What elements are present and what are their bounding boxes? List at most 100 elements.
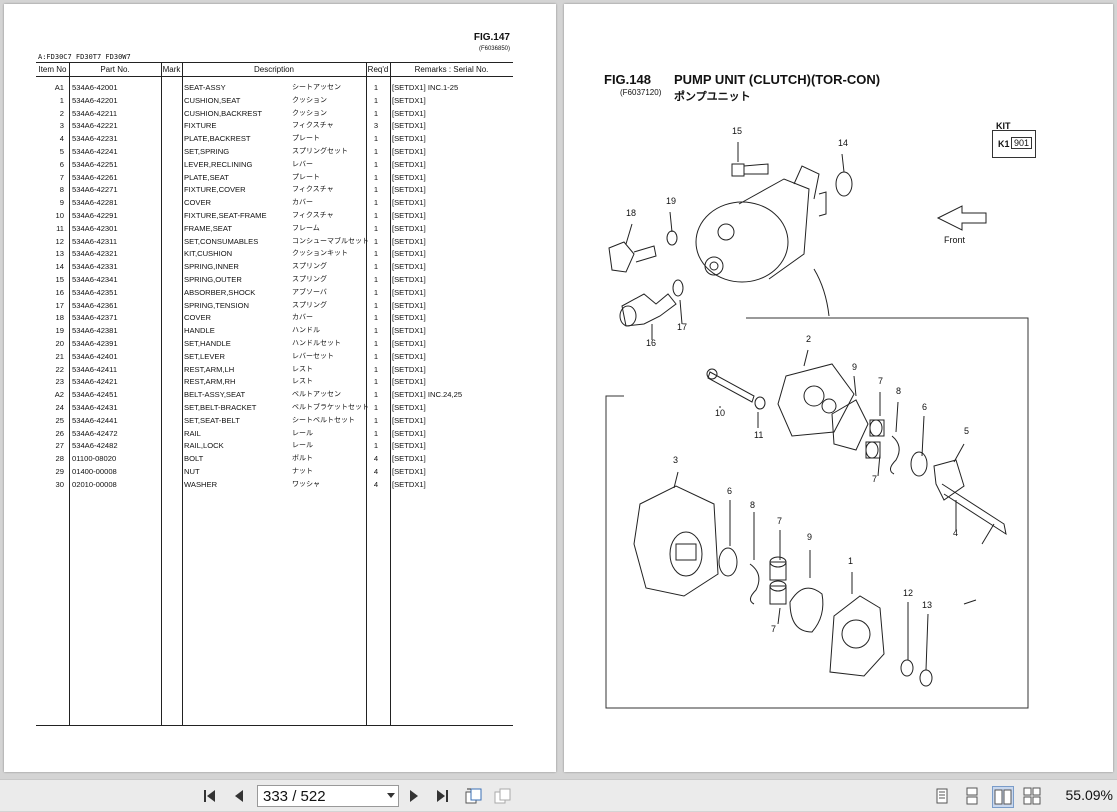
callout-8b: 8 [750, 500, 756, 510]
description: WASHER [184, 479, 218, 489]
quantity-required: 4 [373, 479, 379, 489]
pdf-page-left: FIG.147 (F6036850) A:FD30C7 FD30T7 FD30W… [4, 4, 556, 772]
zoom-level[interactable]: 55.09% [1065, 787, 1113, 803]
item-number: 2 [59, 108, 64, 118]
remarks: [SETDX1] [392, 441, 426, 451]
description-jp: ベルトブラケットセット [292, 403, 369, 411]
quantity-required: 3 [373, 121, 379, 131]
description: SET,CONSUMABLES [184, 236, 259, 246]
kit-label: KIT [996, 121, 1011, 131]
extract-page-icon[interactable] [492, 786, 512, 806]
callout-8: 8 [896, 386, 902, 396]
part-number: 534A6-42291 [72, 210, 118, 220]
two-page-continuous-icon[interactable] [1022, 786, 1042, 806]
description-jp: ハンドル [292, 327, 320, 335]
callout-12: 12 [903, 588, 914, 598]
part-number: 534A6-42211 [72, 108, 118, 118]
next-page-icon[interactable] [404, 786, 424, 806]
description: CUSHION,BACKREST [184, 108, 263, 118]
part-number: 534A6-42221 [72, 121, 118, 131]
item-number: 23 [55, 377, 64, 387]
part-number: 534A6-42361 [72, 300, 118, 310]
part-number: 534A6-42381 [72, 326, 118, 336]
description: SET,SEAT-BELT [184, 415, 240, 425]
description: SPRING,TENSION [184, 300, 249, 310]
callout-6: 6 [922, 402, 928, 412]
item-number: 24 [55, 402, 64, 412]
description-jp: スプリング [292, 301, 327, 309]
description-jp: レール [292, 429, 313, 437]
description: FRAME,SEAT [184, 223, 232, 233]
item-number: 1 [59, 95, 64, 105]
remarks: [SETDX1] [392, 198, 426, 208]
description-jp: フィクスチャ [292, 186, 334, 194]
continuous-view-icon[interactable] [962, 786, 982, 806]
kit-box: K1 901 [992, 130, 1036, 158]
remarks: [SETDX1] [392, 172, 426, 182]
callout-15: 15 [732, 126, 743, 136]
previous-page-icon[interactable] [229, 786, 249, 806]
callout-19: 19 [666, 196, 677, 206]
part-number: 534A6-42421 [72, 377, 118, 387]
rotate-page-icon[interactable] [463, 786, 483, 806]
last-page-icon[interactable] [432, 786, 452, 806]
description: SPRING,OUTER [184, 274, 242, 284]
quantity-required: 1 [373, 364, 379, 374]
page-number-field[interactable]: 333 / 522 [257, 785, 399, 807]
remarks: [SETDX1] [392, 262, 426, 272]
description: SET,SPRING [184, 146, 230, 156]
quantity-required: 1 [373, 159, 379, 169]
quantity-required: 1 [373, 274, 379, 284]
remarks: [SETDX1] [392, 377, 426, 387]
description-jp: フィクスチャ [292, 211, 334, 219]
description-jp: カバー [292, 314, 313, 322]
description-jp: シートアッセン [292, 84, 341, 91]
description-jp: プレート [292, 135, 320, 143]
remarks: [SETDX1] [392, 249, 426, 259]
callout-13: 13 [922, 600, 933, 610]
remarks: [SETDX1] [392, 364, 426, 374]
item-number: 17 [55, 300, 64, 310]
description-jp: アブソーバ [292, 288, 327, 296]
item-number: 8 [59, 185, 64, 195]
item-number: 4 [59, 134, 64, 144]
part-number: 534A6-42411 [72, 364, 118, 374]
remarks: [SETDX1] INC.1-25 [392, 83, 459, 92]
chevron-down-icon[interactable] [387, 793, 395, 798]
quantity-required: 1 [373, 402, 379, 412]
item-number: 16 [55, 287, 64, 297]
description-jp: クッションキット [292, 250, 348, 258]
single-page-view-icon[interactable] [932, 786, 952, 806]
description-jp: ベルトアッセン [292, 391, 341, 399]
part-number: 534A6-42001 [72, 83, 118, 92]
first-page-icon[interactable] [200, 786, 220, 806]
pdf-page-right: FIG.148 PUMP UNIT (CLUTCH)(TOR-CON) (F60… [564, 4, 1113, 772]
header-description: Description [253, 65, 294, 74]
part-number: 534A6-42321 [72, 249, 118, 259]
description-jp: コンシューマブルセット [292, 237, 369, 245]
part-number: 534A6-42311 [72, 236, 118, 246]
two-page-view-icon[interactable] [992, 786, 1014, 808]
callout-7d: 7 [771, 624, 777, 634]
callout-11: 11 [754, 430, 764, 440]
quantity-required: 1 [373, 95, 379, 105]
callout-17: 17 [677, 322, 688, 332]
header-remarks: Remarks : Serial No. [414, 65, 489, 74]
description-jp: レスト [292, 378, 313, 386]
part-number: 534A6-42391 [72, 338, 118, 348]
item-number: 11 [56, 223, 64, 233]
callout-3: 3 [673, 455, 679, 465]
item-number: 7 [59, 172, 64, 182]
remarks: [SETDX1] INC.24,25 [392, 390, 463, 400]
description-jp: クッション [292, 96, 327, 104]
quantity-required: 1 [373, 390, 379, 400]
